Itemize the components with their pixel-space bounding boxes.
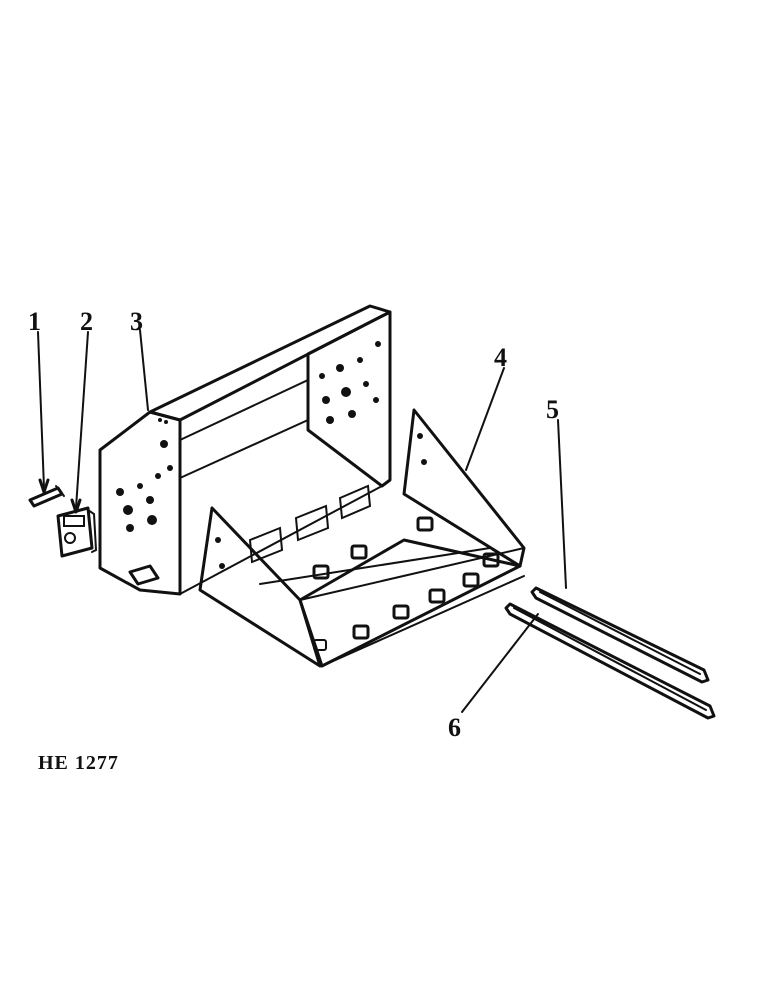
callout-6: 6 <box>448 713 461 742</box>
part-5-rod <box>530 586 710 684</box>
callout-5: 5 <box>546 395 559 424</box>
leader-line-4 <box>465 367 505 471</box>
part-3-bracket <box>98 304 392 596</box>
leader-arrow-2 <box>70 498 82 514</box>
part-1-pin <box>28 485 65 508</box>
callout-2: 2 <box>80 307 93 336</box>
reference-code: HE 1277 <box>38 752 119 774</box>
part-6-rod <box>504 602 716 720</box>
leader-line-1 <box>37 331 45 489</box>
part-4-carriage <box>198 408 526 668</box>
leader-lines <box>37 329 567 713</box>
callout-3: 3 <box>130 307 143 336</box>
leader-line-6 <box>461 613 539 713</box>
leader-line-2 <box>75 331 89 509</box>
leader-arrow-1 <box>38 478 50 494</box>
leader-line-5 <box>557 419 567 589</box>
part-2-clip <box>56 506 98 558</box>
leader-line-3 <box>139 329 149 411</box>
callout-1: 1 <box>28 307 41 336</box>
callout-4: 4 <box>494 343 507 372</box>
